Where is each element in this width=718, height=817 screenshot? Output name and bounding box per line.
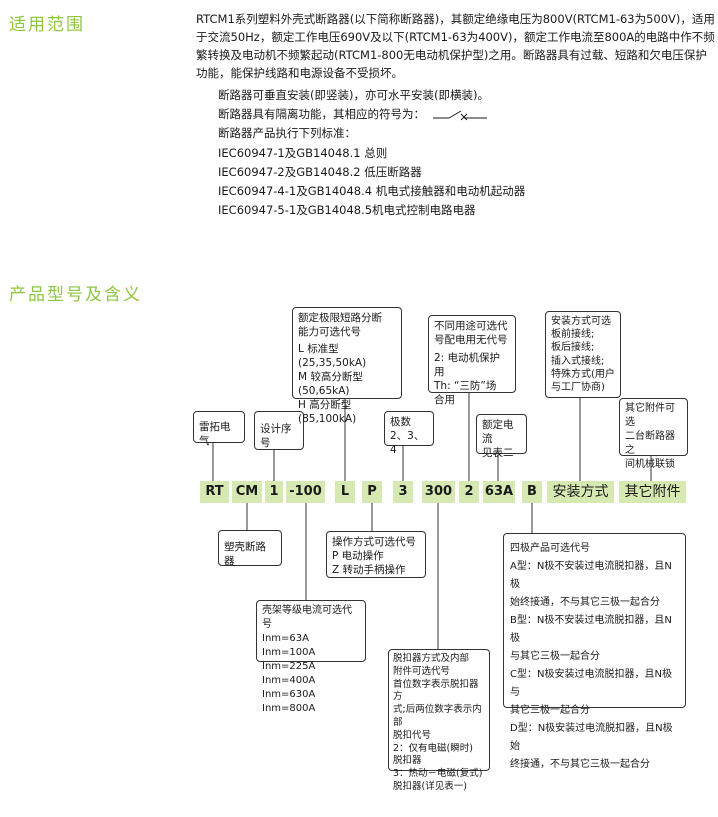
install-line: 插入式接线;: [551, 355, 605, 367]
usage-line: Th: “三防”场: [434, 380, 497, 392]
code-poles: 3: [393, 481, 413, 503]
plastic-case-box: 塑壳断路器: [218, 530, 282, 567]
code-accessory: 其它附件: [619, 481, 686, 503]
brand-label: 雷拓电气: [199, 421, 231, 447]
four-pole-type-c-cont: 其它三极一起合分: [510, 705, 590, 716]
install-line: 特殊方式(用户: [551, 368, 615, 380]
scope-paragraph: RTCM1系列塑料外壳式断路器(以下简称断路器)，其额定绝缘电压为800V(RT…: [196, 12, 715, 80]
four-pole-type-a: A型：N极不安装过电流脱扣器，且N极: [510, 561, 672, 590]
release-line: 脱扣器: [393, 755, 422, 767]
accessory-line: 二台断路器之: [625, 431, 675, 456]
isolator-symbol-icon: [432, 110, 487, 120]
release-line: 附件可选代号: [393, 665, 451, 677]
isolation-line: 断路器具有隔离功能，其相应的符号为：: [218, 105, 487, 123]
poles-box: 极数 2、3、4: [384, 411, 434, 456]
release-line: 脱扣器(详见表一): [393, 780, 467, 792]
release-line: 2：仅有电磁(瞬时): [393, 742, 473, 754]
rated-current-title: 额定电流: [482, 419, 514, 445]
code-cm: CM: [232, 481, 262, 503]
code-series: 1: [265, 481, 283, 503]
section-title-scope: 适用范围: [9, 15, 85, 35]
release-line: 3：热动－电磁(复式): [393, 768, 483, 780]
standard-item: IEC60947-1及GB14048.1 总则: [218, 146, 388, 160]
code-breaking: L: [335, 481, 355, 503]
breaking-option-l: L 标准型(25,35,50kA): [298, 343, 367, 369]
code-usage: 2: [459, 481, 479, 503]
release-line: 式;后两位数字表示内部: [393, 704, 482, 728]
accessory-line: 其它附件可选: [625, 403, 675, 428]
standard-item: IEC60947-4-1及GB14048.4 机电式接触器和电动机起动器: [218, 184, 526, 198]
poles-title: 极数: [390, 416, 411, 428]
brand-box: 雷拓电气: [193, 411, 245, 447]
release-box: 脱扣器方式及内部 附件可选代号 首位数字表示脱扣器方 式;后两位数字表示内部 脱…: [388, 649, 490, 792]
release-line: 首位数字表示脱扣器方: [393, 678, 479, 703]
operation-title: 操作方式可选代号: [332, 536, 416, 548]
code-four-pole: B: [522, 481, 542, 503]
frame-options: Inm=225A Inm=400A: [262, 661, 316, 686]
release-line: 脱扣代号: [393, 729, 432, 741]
breaking-option-h: H 高分断型(85,100kA): [298, 399, 357, 425]
four-pole-type-c: C型：N极安装过电流脱扣器，且N极与: [510, 669, 672, 698]
install-line: 与工厂协商): [551, 382, 605, 394]
four-pole-type-a-cont: 始终接通，不与其它三极一起合分: [510, 597, 660, 608]
rated-current-box: 额定电流 见表二: [476, 414, 527, 459]
accessory-box: 其它附件可选 二台断路器之 间机械联锁: [619, 398, 688, 470]
operation-box: 操作方式可选代号 P 电动操作 Z 转动手柄操作: [326, 531, 426, 578]
breaking-option-m: M 较高分断型(50,65kA): [298, 371, 363, 397]
four-pole-type-b-cont: 与其它三极一起合分: [510, 651, 600, 662]
breaking-capacity-box: 额定极限短路分断 能力可选代号 L 标准型(25,35,50kA) M 较高分断…: [292, 307, 402, 425]
install-box: 安装方式可选 板前接线; 板后接线; 插入式接线; 特殊方式(用户 与工厂协商): [545, 311, 621, 398]
standard-item: IEC60947-2及GB14048.2 低压断路器: [218, 165, 422, 179]
rated-current-note: 见表二: [482, 447, 514, 459]
usage-line: 2: 电动机保护用: [434, 352, 501, 378]
series-box: 设计序号: [254, 411, 304, 450]
poles-values: 2、3、4: [390, 430, 425, 456]
breaking-title-2: 能力可选代号: [298, 326, 361, 338]
install-line: 断路器可垂直安装(即竖装)，亦可水平安装(即横装)。: [218, 88, 489, 102]
usage-box: 不同用途可选代 号配电用无代号 2: 电动机保护用 Th: “三防”场 合用: [428, 315, 516, 406]
plastic-case-label: 塑壳断路器: [224, 541, 266, 567]
frame-title: 壳架等级电流可选代号: [262, 605, 352, 630]
code-release: 300: [422, 481, 455, 503]
usage-line: 不同用途可选代: [434, 320, 508, 332]
breaking-title: 额定极限短路分断: [298, 312, 382, 324]
code-rt: RT: [200, 481, 229, 503]
install-line: 板后接线;: [551, 342, 595, 354]
code-operation: P: [362, 481, 382, 503]
code-rated-current: 63A: [483, 481, 515, 503]
section-title-model: 产品型号及含义: [9, 285, 142, 305]
four-pole-type-b: B型：N极不安装过电流脱扣器，且N极: [510, 615, 672, 644]
accessory-line: 间机械联锁: [625, 459, 675, 470]
four-pole-type-d-cont: 终接通，不与其它三极一起合分: [510, 759, 650, 770]
standards-line: 断路器产品执行下列标准：: [218, 126, 356, 140]
frame-current-box: 壳架等级电流可选代号 Inm=63A Inm=100A Inm=225A Inm…: [256, 600, 366, 714]
usage-line: 号配电用无代号: [434, 334, 508, 346]
series-label: 设计序号: [260, 423, 292, 449]
four-pole-type-d: D型：N极安装过电流脱扣器，且N极始: [510, 723, 673, 752]
frame-options: Inm=630A Inm=800A: [262, 689, 316, 714]
four-pole-title: 四极产品可选代号: [510, 543, 590, 554]
operation-option-z: Z 转动手柄操作: [332, 564, 406, 576]
release-line: 脱扣器方式及内部: [393, 653, 470, 664]
code-frame: -100: [286, 481, 325, 503]
code-install: 安装方式: [547, 481, 614, 503]
install-line: 安装方式可选: [551, 316, 611, 327]
install-line: 板前接线;: [551, 329, 595, 341]
operation-option-p: P 电动操作: [332, 550, 384, 562]
usage-line: 合用: [434, 394, 455, 406]
frame-options: Inm=63A Inm=100A: [262, 633, 316, 658]
standard-item: IEC60947-5-1及GB14048.5机电式控制电路电器: [218, 203, 476, 217]
four-pole-box: 四极产品可选代号 A型：N极不安装过电流脱扣器，且N极 始终接通，不与其它三极一…: [503, 533, 686, 770]
isolation-text: 断路器具有隔离功能，其相应的符号为：: [218, 107, 425, 121]
